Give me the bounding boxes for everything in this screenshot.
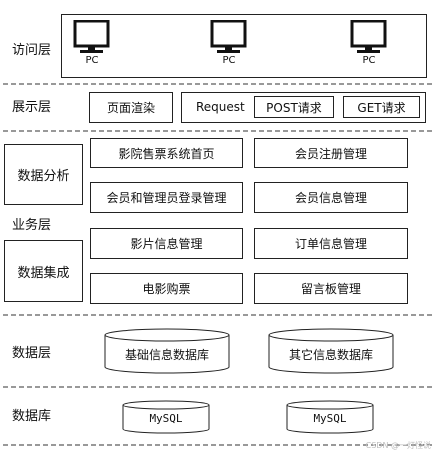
module-box-movie-info: 影片信息管理	[90, 228, 243, 259]
basic-info-database-label: 基础信息数据库	[124, 348, 209, 362]
monitor-icon	[350, 19, 387, 53]
module-box-member-info: 会员信息管理	[254, 182, 408, 213]
module-box-member-register: 会员注册管理	[254, 138, 408, 168]
client-pc-label: PC	[362, 55, 376, 66]
post-request-box: POST请求	[254, 96, 334, 118]
cylinder-icon	[268, 328, 394, 374]
mysql-database-1: MySQL	[122, 400, 210, 434]
other-info-database-label: 其它信息数据库	[288, 348, 373, 362]
layer-label-database: 数据库	[12, 409, 52, 424]
module-box-login: 会员和管理员登录管理	[90, 182, 243, 213]
client-pc-3: PC	[343, 19, 395, 66]
other-info-database: 其它信息数据库	[268, 328, 394, 374]
basic-info-database: 基础信息数据库	[104, 328, 230, 374]
watermark: CSDN @一灯怪说	[365, 441, 431, 450]
module-box-cinema-home: 影院售票系统首页	[90, 138, 243, 168]
module-box-buy-ticket: 电影购票	[90, 273, 243, 304]
monitor-icon	[210, 19, 247, 53]
layer-label-data: 数据层	[12, 346, 52, 361]
mysql-database-2: MySQL	[286, 400, 374, 434]
module-box-order-info: 订单信息管理	[254, 228, 408, 259]
data-analysis-box: 数据分析	[4, 144, 83, 205]
module-box-message-board: 留言板管理	[254, 273, 408, 304]
request-label: Request	[196, 100, 245, 114]
client-pc-label: PC	[222, 55, 236, 66]
layer-label-access: 访问层	[12, 43, 52, 58]
layer-label-business: 业务层	[12, 218, 52, 233]
data-integration-box: 数据集成	[4, 240, 83, 302]
get-request-box: GET请求	[343, 96, 420, 118]
client-pc-label: PC	[85, 55, 99, 66]
layer-label-display: 展示层	[12, 100, 52, 115]
client-pc-2: PC	[203, 19, 255, 66]
cylinder-icon	[286, 400, 374, 434]
page-render-box: 页面渲染	[89, 92, 173, 123]
mysql-database-2-label: MySQL	[313, 412, 347, 425]
cylinder-icon	[104, 328, 230, 374]
monitor-icon	[73, 19, 110, 53]
mysql-database-1-label: MySQL	[149, 412, 183, 425]
cylinder-icon	[122, 400, 210, 434]
client-pc-1: PC	[66, 19, 118, 66]
